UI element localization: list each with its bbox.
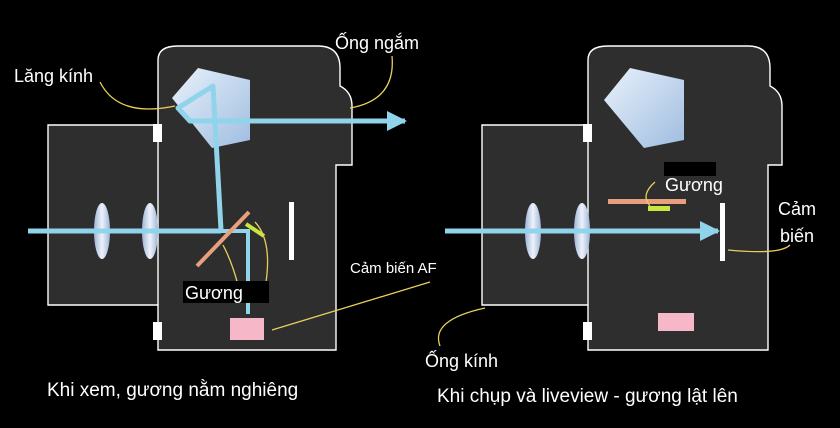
left-prism	[172, 68, 250, 148]
left-mirror	[195, 210, 251, 268]
right-image-sensor	[720, 203, 725, 261]
right-prism	[604, 68, 684, 148]
caption-left: Khi xem, gương nằm nghiêng	[47, 379, 298, 401]
label-sensor-line2: biến	[780, 226, 814, 246]
leader-af-sensor	[271, 281, 431, 331]
right-sub-mirror-raised	[648, 206, 670, 211]
leader-viewfinder	[349, 55, 393, 109]
label-viewfinder: Ống ngắm	[335, 32, 419, 53]
leader-lens	[437, 307, 486, 347]
labels: Lăng kính Ống ngắm Gương Cảm biến AF Ống…	[14, 32, 816, 407]
right-mount-tab-bottom	[583, 322, 592, 340]
left-mount-tab-bottom	[153, 322, 162, 340]
left-camera	[28, 45, 431, 351]
leader-mirror-right	[645, 181, 656, 207]
right-camera-body	[481, 45, 783, 351]
label-prism: Lăng kính	[14, 66, 93, 86]
leader-prism	[99, 81, 176, 110]
label-lens: Ống kính	[425, 350, 498, 371]
right-af-sensor	[658, 313, 694, 331]
right-mount-tab-top	[583, 124, 592, 142]
right-camera	[437, 45, 791, 351]
left-af-sensor	[230, 318, 264, 340]
caption-right: Khi chụp và liveview - gương lật lên	[437, 386, 738, 407]
right-mirror-label-backing	[664, 162, 716, 176]
left-mount-tab-top	[153, 124, 162, 142]
left-sub-mirror	[244, 222, 266, 238]
label-mirror-left: Gương	[185, 283, 243, 303]
label-sensor-line1: Cảm	[778, 199, 816, 219]
leader-submirror-left	[254, 221, 269, 283]
leader-sensor	[727, 244, 791, 253]
label-af-sensor: Cảm biến AF	[350, 260, 437, 277]
left-prism-light-path	[175, 83, 407, 231]
label-mirror-right: Gương	[665, 175, 723, 195]
left-mirror-label-backing	[183, 281, 269, 303]
left-image-sensor	[289, 202, 294, 260]
